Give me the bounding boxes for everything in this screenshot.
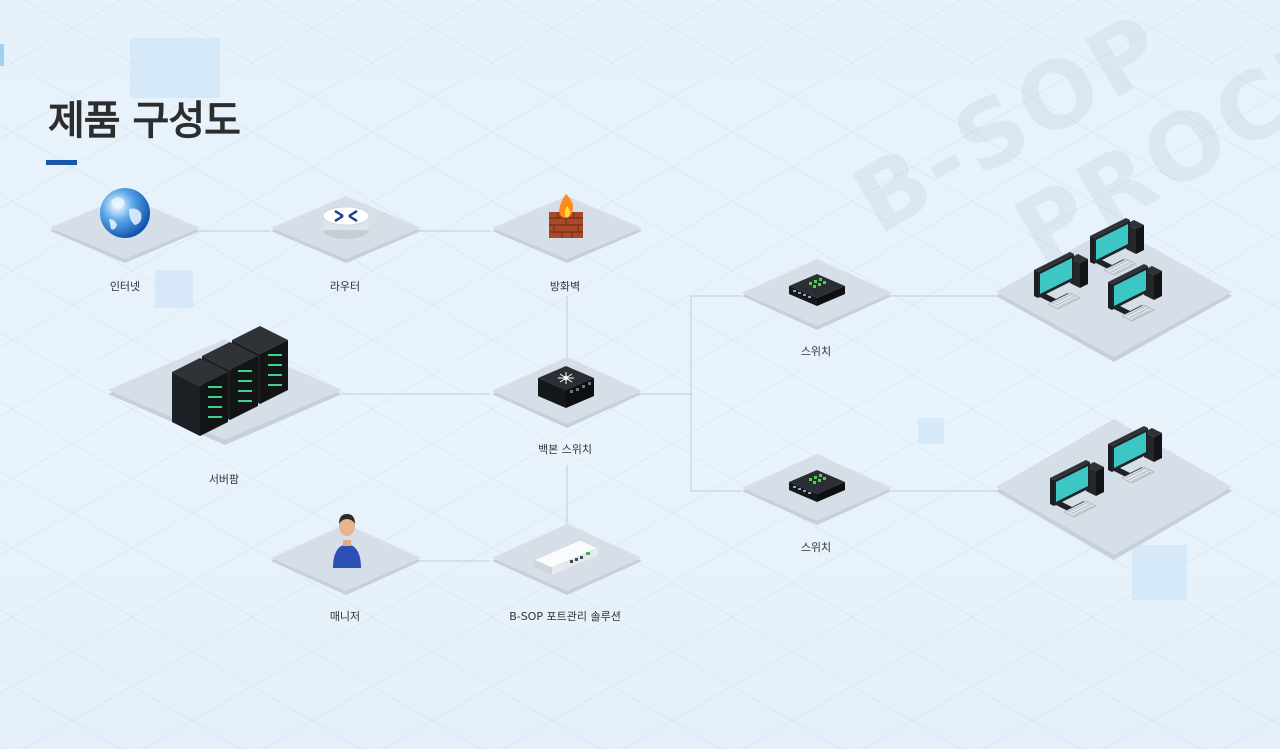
- label-switch-bottom: 스위치: [800, 541, 832, 554]
- label-internet: 인터넷: [109, 280, 141, 293]
- decor-square: [155, 270, 193, 308]
- switch-icon: [789, 274, 845, 306]
- decor-square: [0, 44, 4, 66]
- backbone-switch-icon: [538, 366, 594, 408]
- firewall-icon: [549, 194, 583, 238]
- label-manager: 매니저: [329, 610, 361, 623]
- label-firewall: 방화벽: [549, 280, 581, 293]
- label-router: 라우터: [329, 280, 361, 293]
- label-bsop: B-SOP 포트관리 솔루션: [509, 610, 621, 623]
- platform-pcs-bottom: [996, 419, 1232, 560]
- server-rack-icon: [172, 326, 288, 436]
- switch-icon: [789, 470, 845, 502]
- decor-square: [1132, 545, 1187, 600]
- decor-square: [918, 418, 944, 444]
- title-underline: [46, 160, 77, 165]
- bsop-device-icon: [532, 539, 600, 575]
- connection-lines: [200, 230, 998, 562]
- router-icon: [322, 206, 370, 239]
- label-switch-top: 스위치: [800, 345, 832, 358]
- label-server-farm: 서버팜: [208, 473, 240, 486]
- page-title: 제품 구성도: [48, 98, 241, 144]
- decor-square: [130, 38, 220, 98]
- label-backbone-switch: 백본 스위치: [537, 443, 593, 456]
- manager-person-icon: [333, 514, 361, 568]
- globe-icon: [100, 188, 150, 238]
